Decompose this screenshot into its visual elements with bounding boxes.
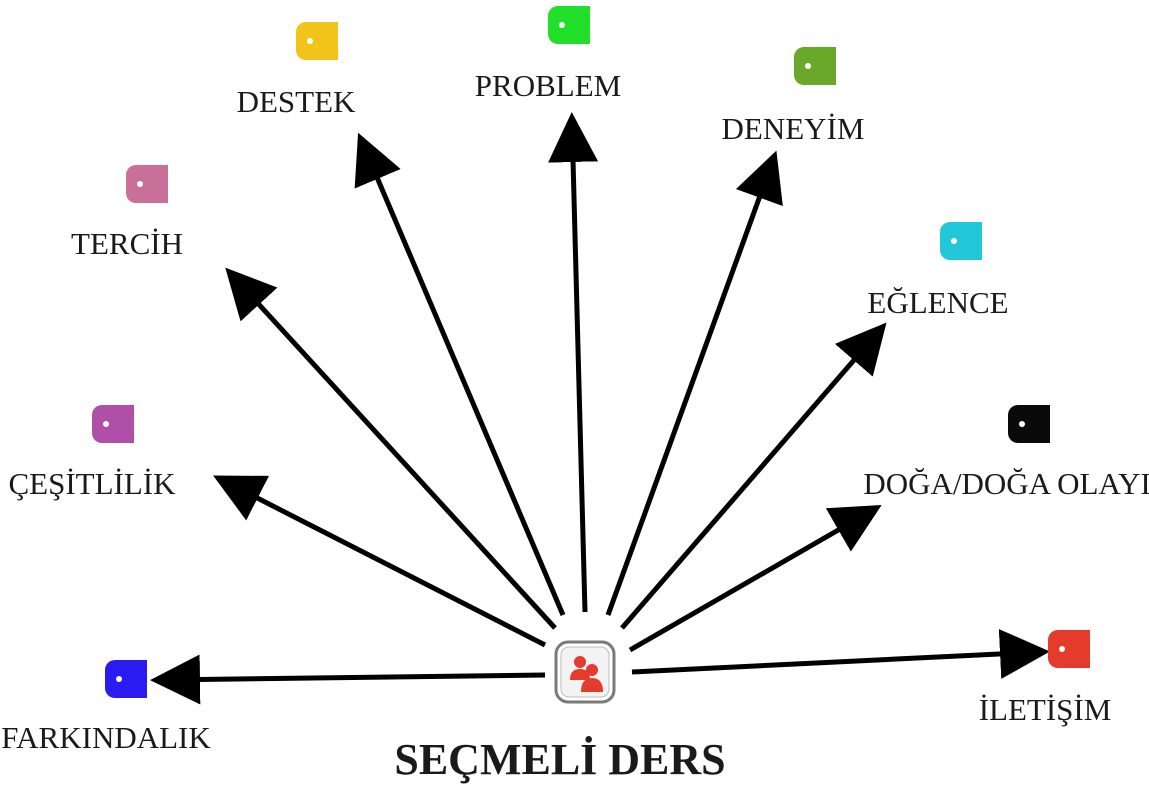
arrow-problem	[548, 112, 599, 613]
arrow-farkindalik	[150, 654, 546, 705]
tag-cesitlilik-icon	[92, 405, 134, 443]
center-label: SEÇMELİ DERS	[394, 735, 726, 784]
tag-destek-icon	[296, 22, 338, 60]
arrow-iletisim	[631, 628, 1050, 679]
arrow-cesitlilik	[213, 475, 547, 648]
tag-eglence-icon	[940, 222, 982, 260]
arrow-doga	[628, 505, 882, 653]
tag-problem-icon	[548, 6, 590, 44]
node-label-tercih: TERCİH	[71, 226, 183, 261]
node-label-problem: PROBLEM	[474, 68, 622, 103]
node-label-farkindalik: FARKINDALIK	[1, 720, 211, 755]
node-label-deneyim: DENEYİM	[721, 111, 865, 146]
tag-iletisim-icon	[1048, 630, 1090, 668]
tag-farkindalik-icon	[105, 660, 147, 698]
node-label-cesitlilik: ÇEŞİTLİLİK	[8, 466, 176, 501]
tags	[92, 6, 1090, 698]
node-label-doga: DOĞA/DOĞA OLAYI	[863, 466, 1149, 501]
node-label-iletisim: İLETİŞİM	[978, 692, 1112, 727]
node-label-eglence: EĞLENCE	[867, 285, 1009, 320]
arrow-destek	[354, 132, 566, 616]
arrow-deneyim	[605, 150, 783, 616]
tag-deneyim-icon	[794, 47, 836, 85]
user-group-icon	[554, 640, 616, 704]
arrows	[150, 112, 1050, 705]
tag-doga-icon	[1008, 405, 1050, 443]
node-label-destek: DESTEK	[236, 84, 356, 119]
arrow-eglence	[620, 322, 887, 630]
arrow-tercih	[225, 267, 557, 630]
tag-tercih-icon	[126, 165, 168, 203]
